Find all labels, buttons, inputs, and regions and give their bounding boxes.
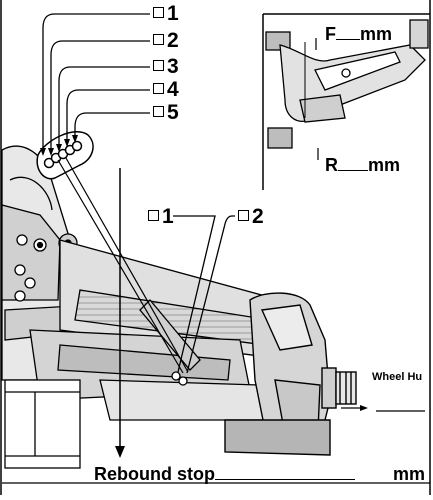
- rear-letter: R: [325, 155, 338, 175]
- checkbox-icon[interactable]: [153, 105, 164, 117]
- wheel-hub-hex: [321, 367, 357, 409]
- tower-leader-arrowheads: [40, 135, 78, 156]
- rebound-arrow: [115, 168, 125, 458]
- checkbox-icon[interactable]: [238, 209, 249, 221]
- checkbox-icon[interactable]: [153, 33, 164, 45]
- tower-hole-5-label: 5: [167, 101, 179, 124]
- lower-mount-1-label: 1: [162, 205, 174, 228]
- front-blank[interactable]: [336, 39, 360, 40]
- inset-rear-nut: [267, 127, 293, 149]
- tower-hole-4-label: 4: [167, 78, 179, 101]
- tower-hole-option-1[interactable]: 1: [153, 3, 179, 24]
- rebound-stop-unit: mm: [393, 464, 426, 484]
- hub-carrier: [224, 292, 331, 456]
- lower-mount-holes: [171, 371, 188, 386]
- tower-hole-option-4[interactable]: 4: [153, 79, 179, 100]
- rear-unit: mm: [368, 155, 401, 175]
- lower-mount-option-1[interactable]: 1: [148, 206, 174, 227]
- inset-view: [262, 13, 430, 190]
- rebound-stop-field[interactable]: Rebound stop: [94, 465, 355, 483]
- lower-mount-2-label: 2: [252, 205, 264, 228]
- wheel-hub-label: Wheel Hu: [372, 371, 423, 383]
- rear-blank[interactable]: [338, 170, 368, 171]
- tower-hole-3-label: 3: [167, 55, 179, 78]
- tower-hole-option-5[interactable]: 5: [153, 102, 179, 123]
- checkbox-icon[interactable]: [153, 59, 164, 71]
- checkbox-icon[interactable]: [153, 6, 164, 18]
- checkbox-icon[interactable]: [153, 82, 164, 94]
- wheel-hub-arrow: [341, 405, 425, 412]
- front-letter: F: [325, 24, 336, 44]
- lower-leaders: [173, 215, 235, 374]
- front-unit: mm: [360, 24, 393, 44]
- tower-hole-1-label: 1: [167, 2, 179, 25]
- lower-arm-block: [4, 379, 81, 469]
- tower-hole-option-3[interactable]: 3: [153, 56, 179, 77]
- tower-hole-2-label: 2: [167, 29, 179, 52]
- lower-mount-option-2[interactable]: 2: [238, 206, 264, 227]
- rebound-stop-blank[interactable]: [214, 479, 355, 480]
- rebound-stop-label: Rebound stop: [94, 464, 215, 484]
- checkbox-icon[interactable]: [148, 209, 159, 221]
- tower-hole-option-2[interactable]: 2: [153, 30, 179, 51]
- tower-leaders: [42, 13, 150, 150]
